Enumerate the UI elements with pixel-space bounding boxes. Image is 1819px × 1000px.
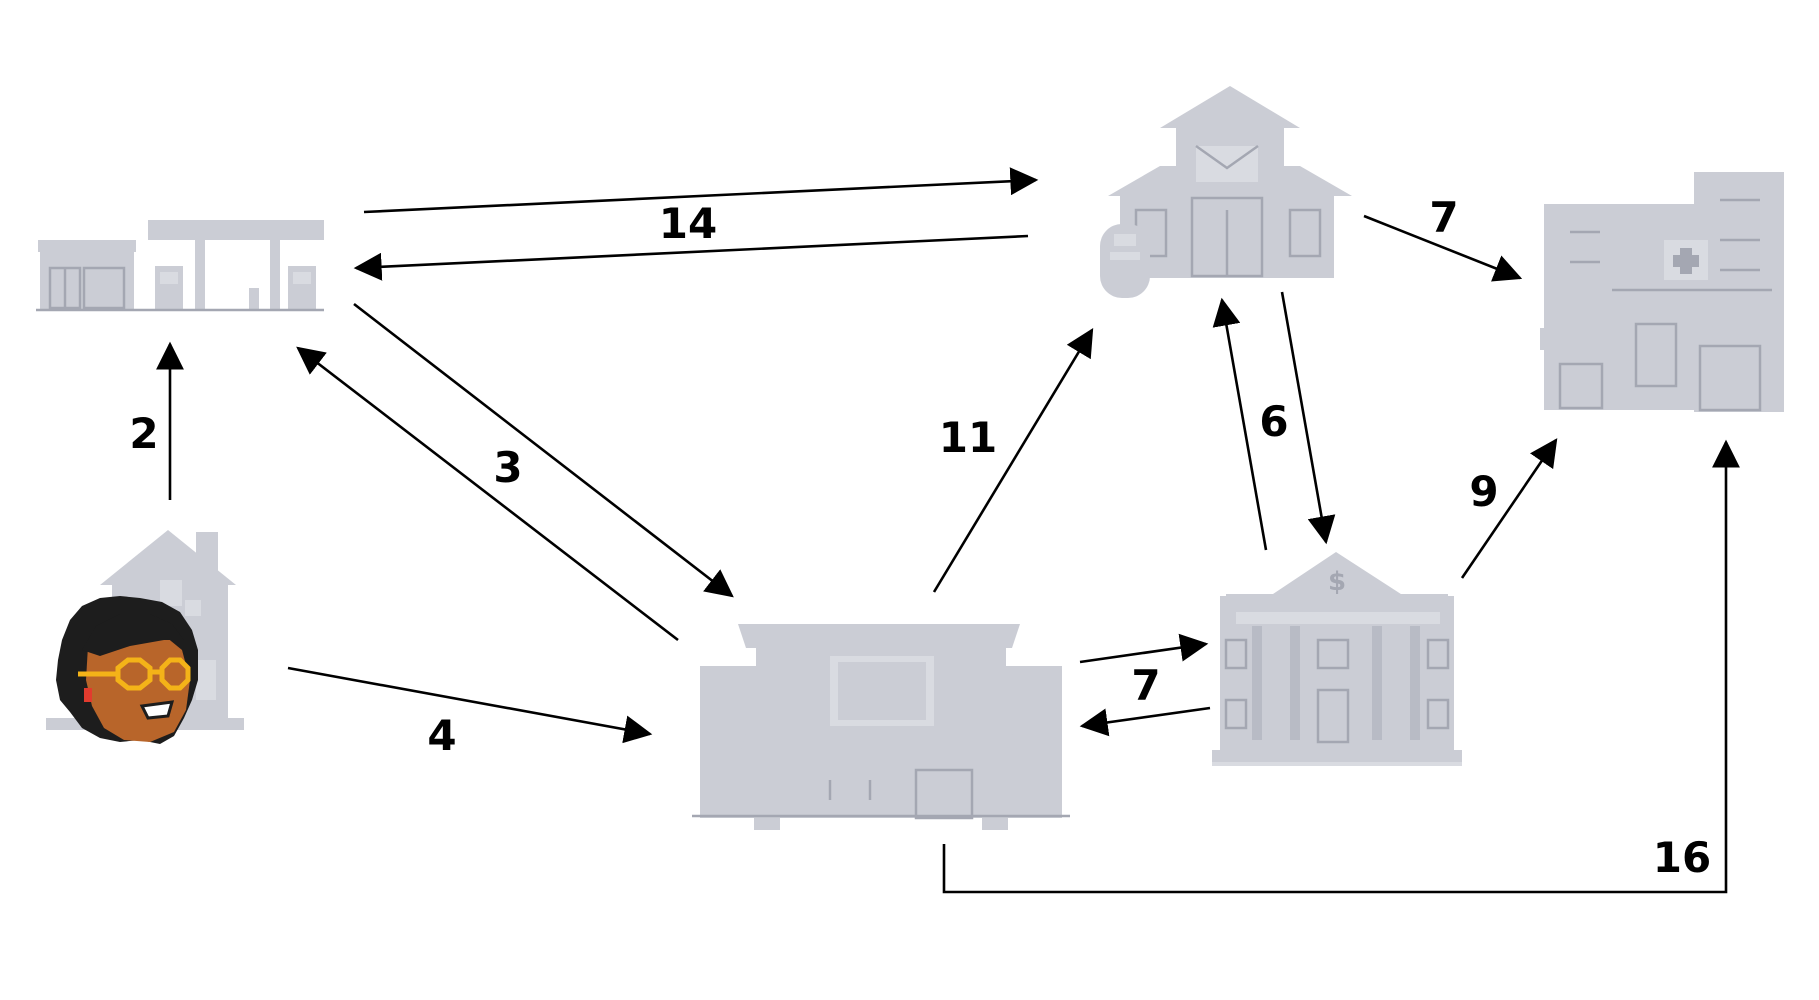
edge-gas-to-post: 14 <box>353 167 1039 281</box>
edge-mall-to-hospital: 16 <box>942 439 1740 894</box>
edge-label-home-mall: 4 <box>427 711 456 760</box>
edge-label-gas-mall: 3 <box>493 443 522 492</box>
house-with-person-icon <box>46 530 244 744</box>
edge-label-post-bank: 6 <box>1259 397 1288 446</box>
edge-mall-bank: 7 <box>1079 633 1211 737</box>
person-avatar <box>56 596 198 744</box>
edge-post-to-hospital: 7 <box>1363 193 1523 282</box>
gas-station-icon <box>36 220 324 312</box>
edge-label-mall-bank: 7 <box>1131 661 1160 710</box>
hospital-icon <box>1540 172 1784 412</box>
shopping-mall-icon <box>692 624 1070 830</box>
bank-icon: $ <box>1212 552 1462 766</box>
edge-label-mall-post: 11 <box>939 413 997 462</box>
edge-home-to-gas: 2 <box>129 341 184 500</box>
edge-label-mall-hospital: 16 <box>1653 833 1711 882</box>
edge-label-gas-post: 14 <box>659 199 717 248</box>
svg-text:$: $ <box>1328 567 1346 597</box>
edge-mall-to-post: 11 <box>932 328 1094 593</box>
edge-label-bank-hospital: 9 <box>1469 467 1498 516</box>
post-office-icon <box>1100 86 1352 298</box>
edge-bank-to-hospital: 9 <box>1460 438 1558 579</box>
edge-post-bank: 6 <box>1212 291 1336 551</box>
edge-gas-mall: 3 <box>296 302 734 642</box>
edge-label-home-gas: 2 <box>129 409 158 458</box>
edge-home-to-mall: 4 <box>287 666 653 760</box>
edge-label-post-hospital: 7 <box>1429 193 1458 242</box>
